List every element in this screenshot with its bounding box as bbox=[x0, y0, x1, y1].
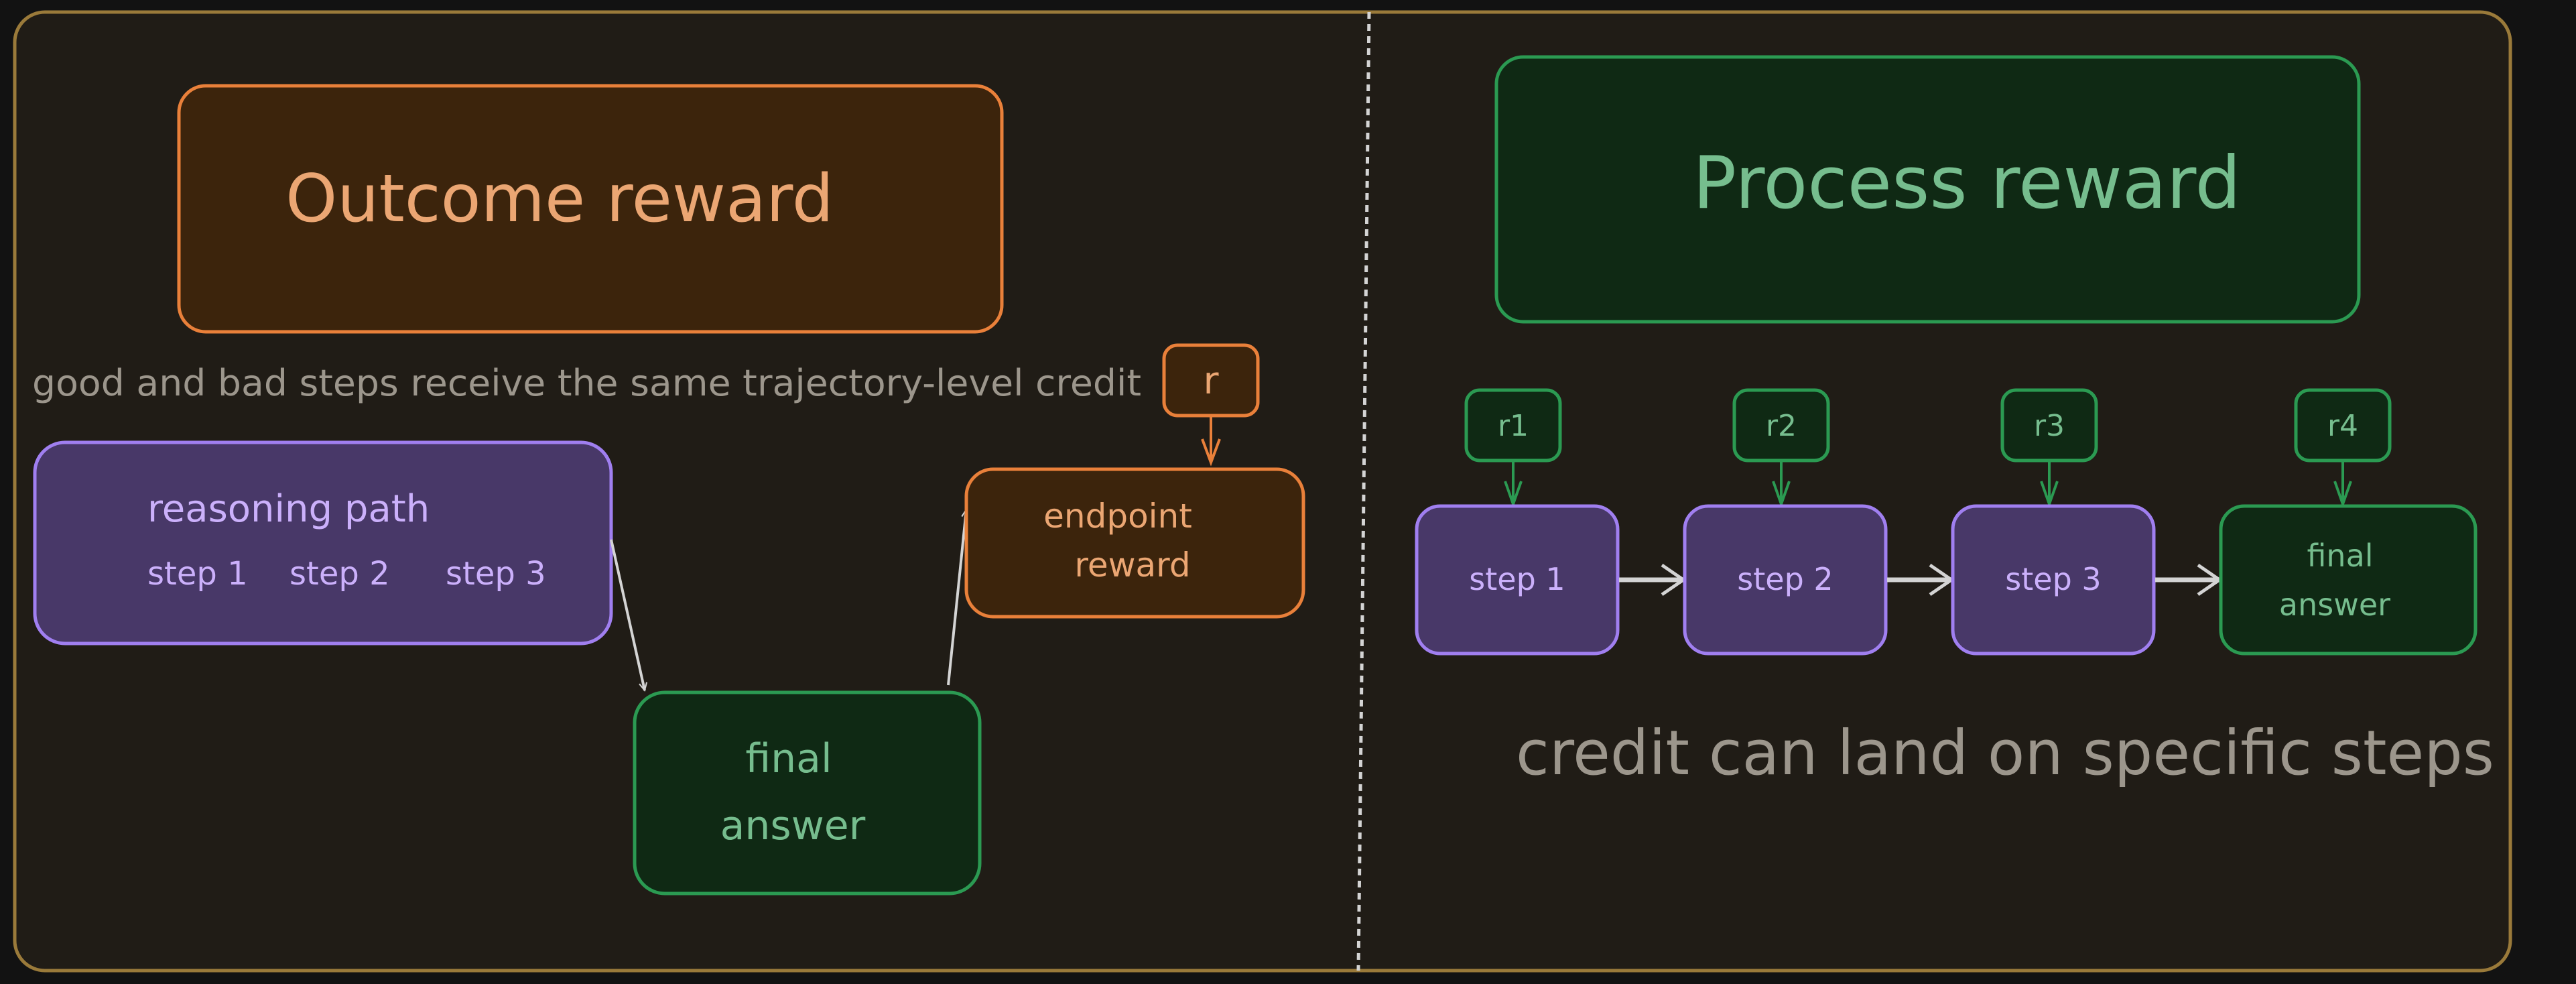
outcome-title-box: Outcome reward bbox=[177, 84, 1004, 334]
process-step-box-3: step 3 bbox=[1951, 504, 2156, 656]
endpoint-reward-box: endpoint reward bbox=[964, 467, 1305, 619]
outcome-title: Outcome reward bbox=[285, 161, 834, 237]
outcome-final-answer-line2: answer bbox=[720, 802, 866, 849]
process-step-label-2: step 2 bbox=[1737, 561, 1833, 597]
process-reward-box-4: r4 bbox=[2294, 388, 2392, 463]
process-title: Process reward bbox=[1693, 141, 2241, 225]
reward-arrowhead-3 bbox=[2040, 481, 2059, 509]
reasoning-to-answer-arrow bbox=[610, 539, 645, 690]
process-step-box-2: step 2 bbox=[1683, 504, 1888, 656]
reasoning-step-1: step 1 bbox=[147, 555, 248, 593]
answer-to-endpoint-arrow bbox=[947, 509, 966, 686]
process-reward-box-1: r1 bbox=[1464, 388, 1562, 463]
section-divider bbox=[1356, 11, 1371, 971]
trajectory-reward-label: r bbox=[1203, 359, 1219, 403]
endpoint-reward-line1: endpoint bbox=[1043, 497, 1192, 536]
reasoning-step-2: step 2 bbox=[289, 555, 390, 593]
outcome-final-answer-box: final answer bbox=[633, 690, 982, 896]
outcome-final-answer-line1: final bbox=[745, 735, 832, 782]
reasoning-path-title: reasoning path bbox=[147, 487, 430, 531]
outcome-caption: good and bad steps receive the same traj… bbox=[32, 362, 1141, 404]
reasoning-step-3: step 3 bbox=[446, 555, 546, 593]
process-reward-label-1: r1 bbox=[1498, 409, 1529, 443]
process-final-answer-box: final answer bbox=[2219, 504, 2477, 656]
reward-arrowhead-4 bbox=[2333, 481, 2352, 509]
process-reward-label-2: r2 bbox=[1766, 409, 1797, 443]
process-reward-box-3: r3 bbox=[2000, 388, 2098, 463]
process-step-label-3: step 3 bbox=[2005, 561, 2101, 597]
reasoning-path-box: reasoning path step 1 step 2 step 3 bbox=[33, 440, 613, 645]
process-reward-label-3: r3 bbox=[2034, 409, 2065, 443]
reward-arrowhead-2 bbox=[1772, 481, 1791, 509]
reward-arrowhead-1 bbox=[1504, 481, 1523, 509]
process-caption: credit can land on specific steps bbox=[1516, 717, 2494, 789]
process-title-box: Process reward bbox=[1494, 55, 2361, 324]
process-final-answer-line2: answer bbox=[2279, 587, 2390, 623]
endpoint-reward-line2: reward bbox=[1074, 546, 1190, 585]
process-final-answer-line1: final bbox=[2307, 538, 2373, 574]
process-step-box-1: step 1 bbox=[1415, 504, 1620, 656]
process-reward-box-2: r2 bbox=[1732, 388, 1830, 463]
trajectory-reward-box: r bbox=[1162, 343, 1260, 418]
process-reward-label-4: r4 bbox=[2327, 409, 2358, 443]
process-step-label-1: step 1 bbox=[1469, 561, 1565, 597]
